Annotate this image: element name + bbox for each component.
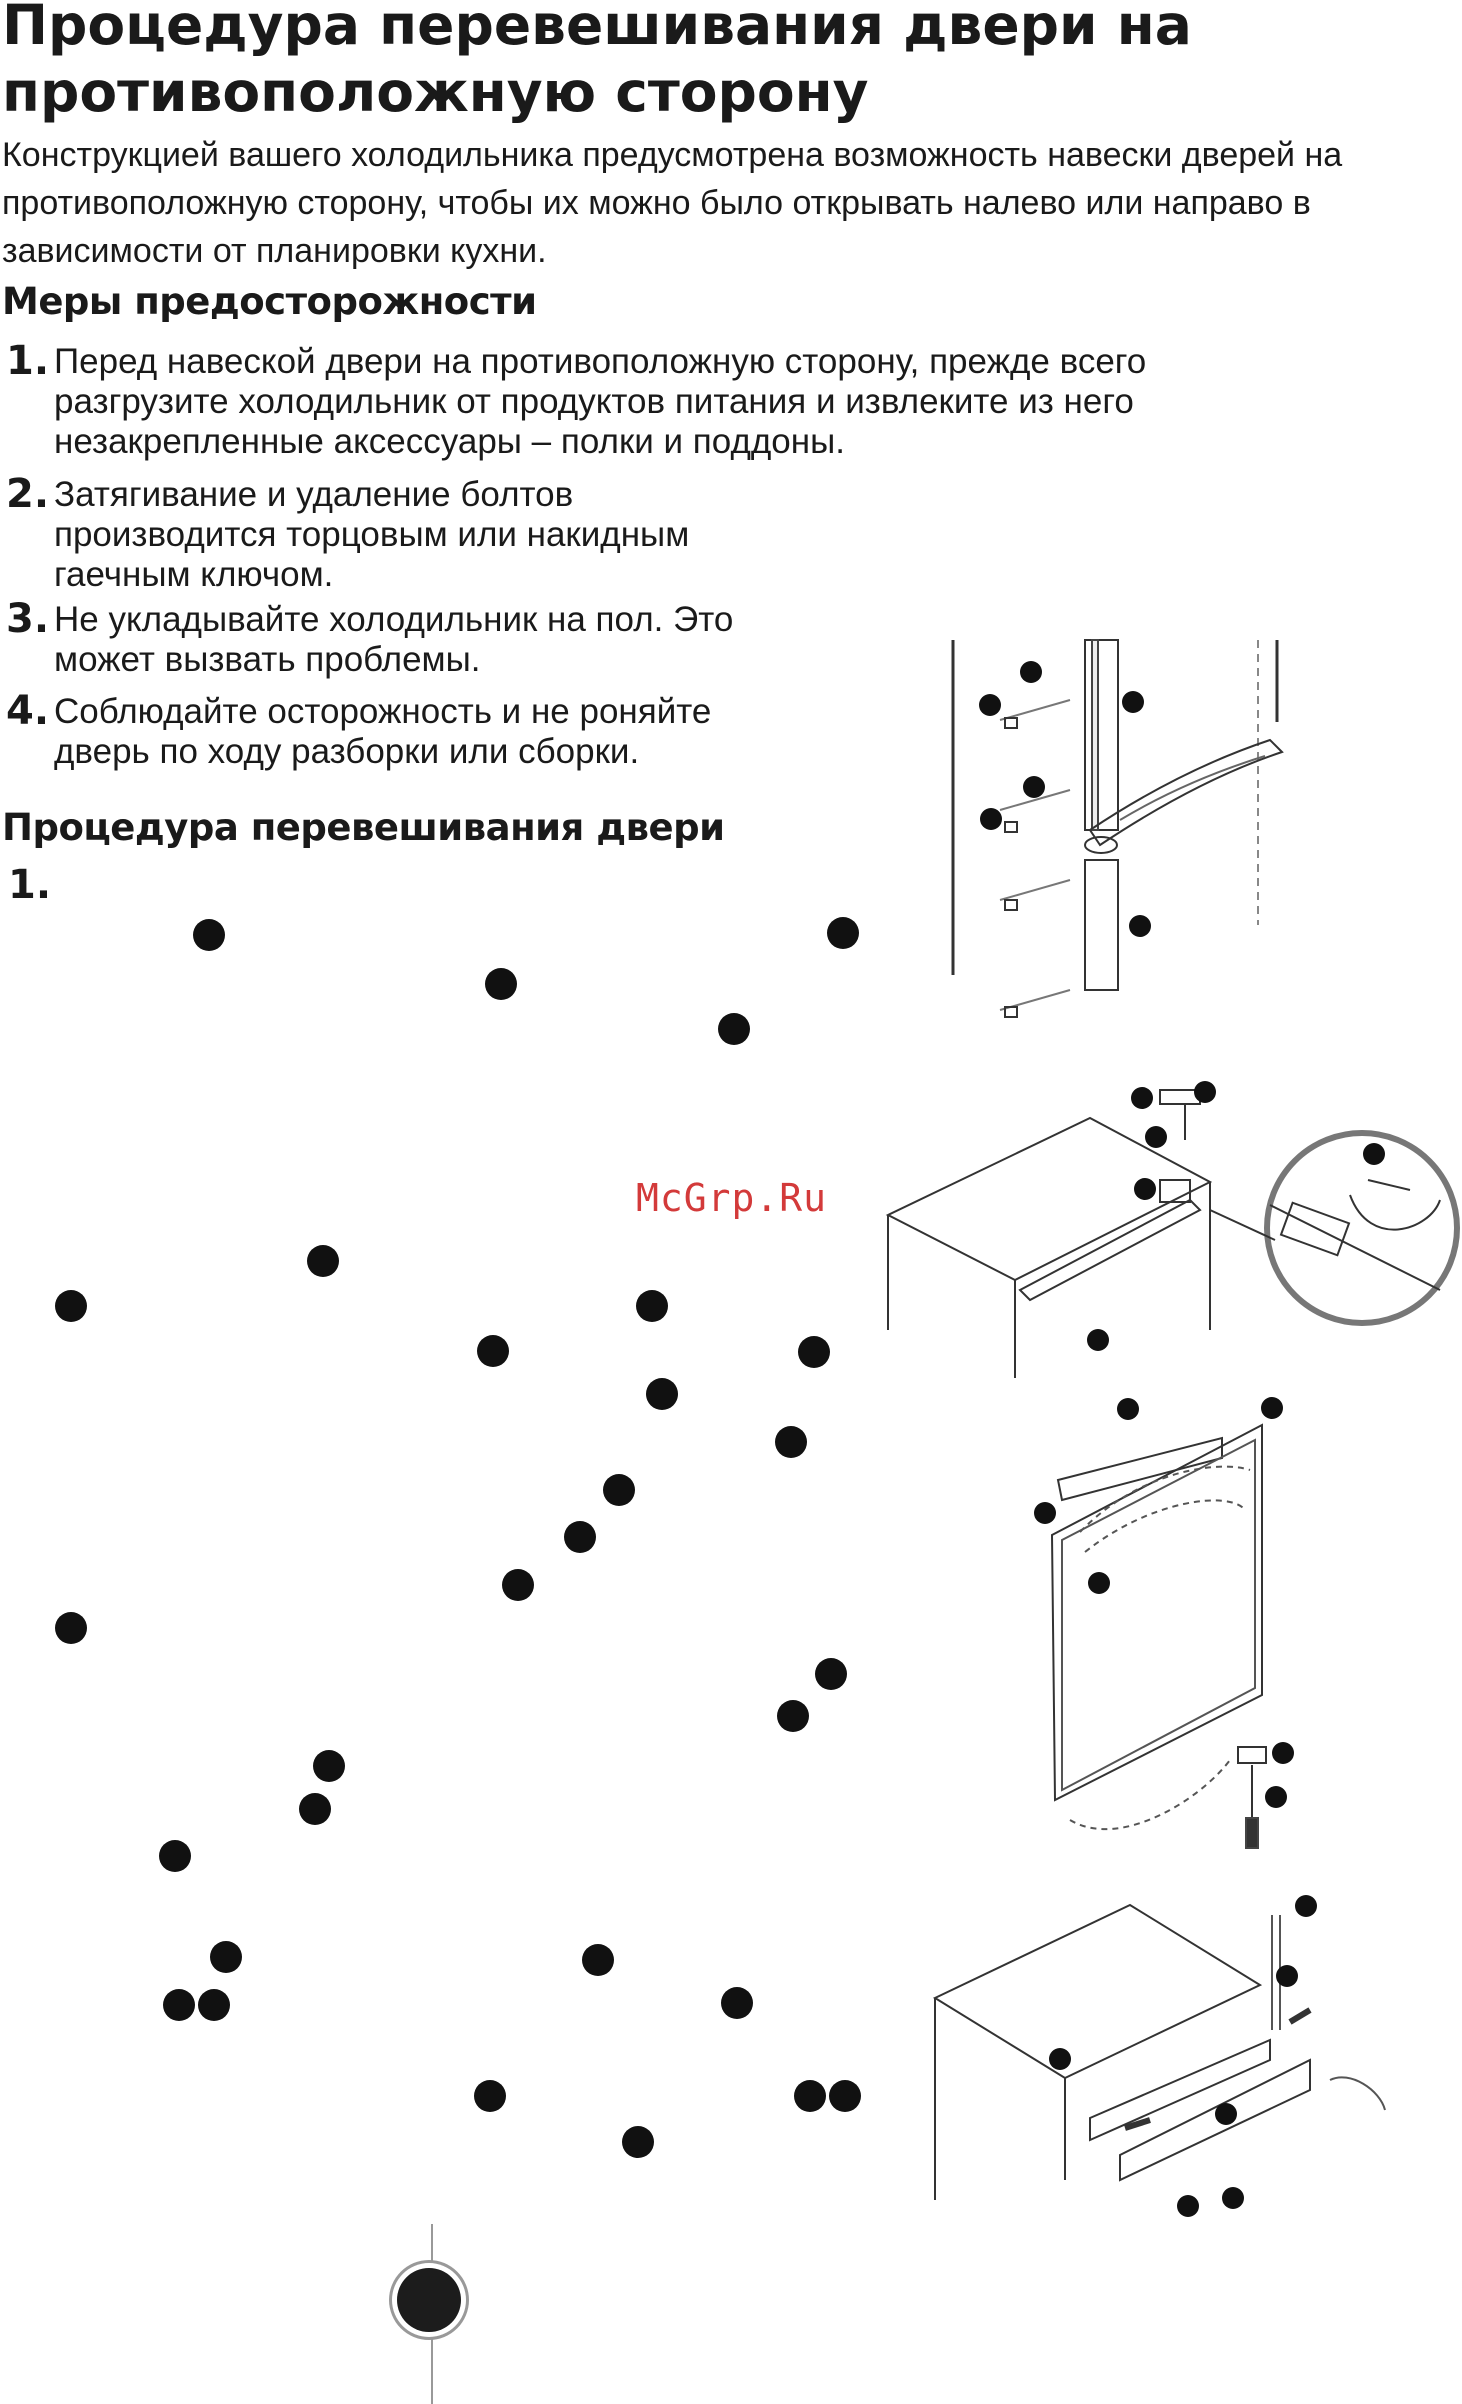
callout-dot	[1134, 1178, 1156, 1200]
callout-dot	[1222, 2187, 1244, 2209]
callout-dot	[798, 1336, 830, 1368]
callout-dot	[829, 2080, 861, 2112]
page-title: Процедура перевешивания двери на противо…	[2, 0, 1192, 125]
callout-dot	[1145, 1126, 1167, 1148]
callout-dot	[1265, 1786, 1287, 1808]
page-number-marker	[397, 2268, 461, 2332]
item-text: Не укладывайте холодильник на пол. Это м…	[54, 600, 734, 679]
step-number: 1.	[8, 862, 52, 908]
callout-dot	[193, 919, 225, 951]
door-figure	[1050, 1423, 1267, 1849]
item-text: Перед навеской двери на противоположную …	[54, 342, 1147, 461]
callout-dot	[718, 1013, 750, 1045]
hinge-side-figure	[951, 639, 1284, 1018]
callout-dot	[198, 1989, 230, 2021]
callout-dot	[1131, 1087, 1153, 1109]
callout-dot	[1363, 1143, 1385, 1165]
item-number: 3.	[6, 596, 50, 642]
watermark: McGrp.Ru	[636, 1176, 828, 1220]
callout-dot	[1215, 2103, 1237, 2125]
item-text: Соблюдайте осторожность и не роняйте две…	[54, 692, 712, 771]
callout-dot	[299, 1793, 331, 1825]
callout-dot	[485, 968, 517, 1000]
callout-dot	[163, 1989, 195, 2021]
callout-dot	[210, 1941, 242, 1973]
callout-dot	[777, 1700, 809, 1732]
callout-dot	[1023, 776, 1045, 798]
callout-dot	[622, 2126, 654, 2158]
callout-dot	[1272, 1742, 1294, 1764]
top-hinge-figure	[885, 1089, 1460, 1378]
callout-dot	[815, 1658, 847, 1690]
callout-dot	[603, 1474, 635, 1506]
callout-dot	[980, 808, 1002, 830]
callout-dot	[721, 1987, 753, 2019]
intro-paragraph: Конструкцией вашего холодильника предусм…	[2, 136, 1343, 270]
callout-dot	[582, 1944, 614, 1976]
item-number: 1.	[6, 338, 50, 384]
callout-dot	[313, 1750, 345, 1782]
bottom-panel-figure	[932, 1903, 1386, 2200]
callout-dot	[636, 1290, 668, 1322]
callout-dot	[1020, 661, 1042, 683]
callout-dot	[159, 1840, 191, 1872]
callout-dot	[55, 1612, 87, 1644]
callout-dot	[307, 1245, 339, 1277]
callout-dot	[564, 1521, 596, 1553]
item-number: 4.	[6, 688, 50, 734]
callout-dot	[1129, 915, 1151, 937]
item-number: 2.	[6, 471, 50, 517]
callout-dot	[646, 1378, 678, 1410]
callout-dot	[1261, 1397, 1283, 1419]
callout-dot	[474, 2080, 506, 2112]
callout-dot	[775, 1426, 807, 1458]
callout-dot	[55, 1290, 87, 1322]
callout-dot	[1177, 2195, 1199, 2217]
callout-dot	[1088, 1572, 1110, 1594]
precautions-heading: Меры предосторожности	[2, 280, 537, 323]
callout-dot	[794, 2080, 826, 2112]
callout-dot	[1034, 1502, 1056, 1524]
callout-dot	[1122, 691, 1144, 713]
callout-dot	[477, 1335, 509, 1367]
callout-dot	[827, 917, 859, 949]
callout-dot	[979, 694, 1001, 716]
item-text: Затягивание и удаление болтов производит…	[54, 475, 690, 594]
callout-dot	[1295, 1895, 1317, 1917]
callout-dot	[1117, 1398, 1139, 1420]
callout-dot	[1049, 2048, 1071, 2070]
callout-dot	[502, 1569, 534, 1601]
callout-dot	[1194, 1081, 1216, 1103]
callout-dot	[1087, 1329, 1109, 1351]
procedure-heading: Процедура перевешивания двери	[2, 806, 725, 849]
callout-dot	[1276, 1965, 1298, 1987]
